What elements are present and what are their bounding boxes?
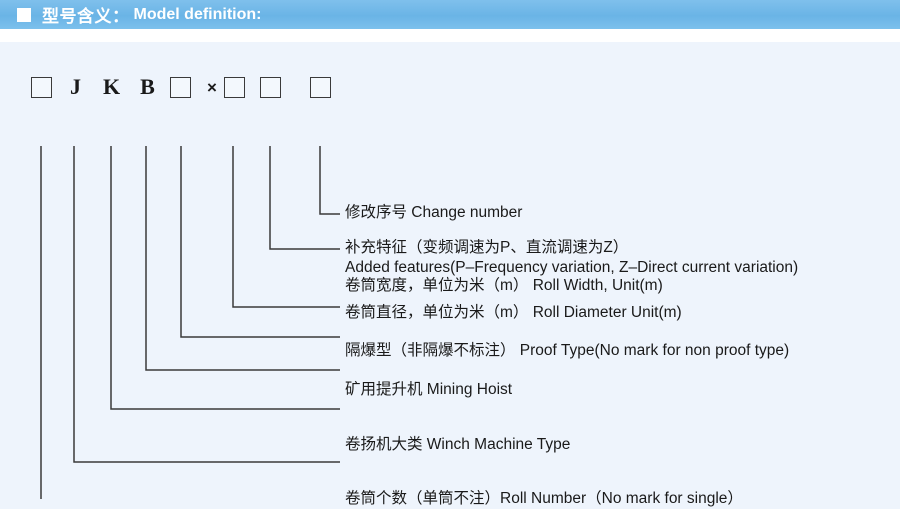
model-code-box: [260, 70, 281, 104]
empty-code-box: [260, 76, 281, 98]
callout-added-features: 补充特征（变频调速为P、直流调速为Z） Added features(P–Freq…: [345, 238, 798, 278]
header-title-chinese: 型号含义：: [42, 7, 130, 26]
callout-text-line: 卷筒个数（单筒不注）Roll Number（No mark for single…: [345, 490, 743, 507]
model-code-letter: B: [137, 70, 158, 104]
model-code-box: [310, 70, 331, 104]
multiply-icon: ×: [207, 77, 217, 97]
model-code-box: [170, 70, 191, 104]
code-letter-glyph: K: [102, 74, 121, 99]
leader-line: [40, 146, 42, 499]
model-code-box: [224, 70, 245, 104]
leader-line: [180, 146, 340, 338]
callout-text-line: 矿用提升机 Mining Hoist: [345, 381, 513, 398]
model-code-letter: K: [101, 70, 122, 104]
header-title-english: Model definition:: [133, 5, 262, 23]
leader-line: [73, 146, 340, 463]
leader-line: [232, 146, 340, 308]
callout-text-line: 修改序号 Change number: [345, 204, 523, 221]
callout-roll-width: 卷筒宽度，单位为米（m） Roll Width, Unit(m): [345, 276, 663, 296]
leader-line: [319, 146, 340, 215]
callout-roll-number: 卷筒个数（单筒不注）Roll Number（No mark for single…: [345, 489, 743, 509]
leader-line: [269, 146, 340, 250]
callout-winch-machine-type: 卷扬机大类 Winch Machine Type: [345, 435, 570, 455]
callout-text-line: 卷扬机大类 Winch Machine Type: [345, 436, 571, 453]
leader-line: [110, 146, 340, 410]
empty-code-box: [224, 76, 245, 98]
model-code-letter: J: [65, 70, 86, 104]
square-bullet-icon: [17, 7, 31, 22]
model-code-box: [31, 70, 52, 104]
callout-text-line: 卷筒直径，单位为米（m） Roll Diameter Unit(m): [345, 304, 682, 321]
header-separator: [0, 29, 900, 42]
empty-code-box: [31, 76, 52, 98]
leader-line: [145, 146, 340, 371]
empty-code-box: [310, 76, 331, 98]
empty-code-box: [170, 76, 191, 98]
code-letter-glyph: J: [70, 74, 81, 99]
callout-text-line: 补充特征（变频调速为P、直流调速为Z）: [345, 239, 629, 256]
callout-text-line: 隔爆型（非隔爆不标注） Proof Type(No mark for non p…: [345, 342, 790, 359]
callout-text-line: 卷筒宽度，单位为米（m） Roll Width, Unit(m): [345, 277, 663, 294]
code-letter-glyph: B: [140, 74, 155, 99]
callout-roll-diameter: 卷筒直径，单位为米（m） Roll Diameter Unit(m): [345, 303, 682, 323]
callout-text-line: Added features(P–Frequency variation, Z–…: [345, 259, 799, 276]
multiply-sign: ×: [204, 70, 220, 104]
callout-change-number: 修改序号 Change number: [345, 203, 522, 223]
callout-proof-type: 隔爆型（非隔爆不标注） Proof Type(No mark for non p…: [345, 341, 789, 361]
section-header-bar: 型号含义： Model definition:: [0, 0, 900, 29]
callout-mining-hoist: 矿用提升机 Mining Hoist: [345, 380, 512, 400]
